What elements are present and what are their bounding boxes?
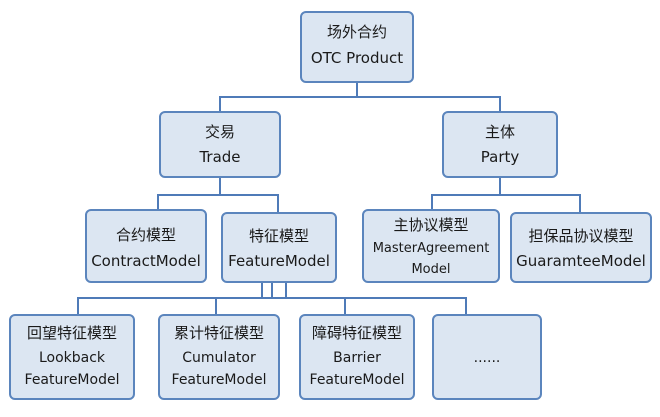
guarantee-model-zh: 担保品协议模型: [528, 227, 633, 245]
guarantee-model-en: GuaramteeModel: [516, 252, 646, 270]
connectors: [77, 82, 581, 315]
party-zh: 主体: [485, 123, 515, 141]
barrier-en2: FeatureModel: [310, 372, 405, 388]
trade-zh: 交易: [205, 123, 235, 141]
node-feature-model: 特征模型 FeatureModel: [221, 212, 337, 283]
node-lookback-model: 回望特征模型 Lookback FeatureModel: [9, 314, 135, 400]
otc-product-zh: 场外合约: [327, 23, 387, 41]
node-trade: 交易 Trade: [159, 111, 281, 178]
lookback-en1: Lookback: [39, 350, 106, 366]
feature-model-en: FeatureModel: [228, 252, 330, 270]
lookback-en2: FeatureModel: [25, 372, 120, 388]
edge-party-to-children: [431, 177, 581, 213]
master-agreement-en1: MasterAgreement: [373, 241, 490, 256]
feature-model-zh: 特征模型: [249, 227, 309, 245]
master-agreement-en2: Model: [411, 262, 450, 277]
lookback-zh: 回望特征模型: [27, 324, 117, 342]
node-otc-product: 场外合约 OTC Product: [300, 11, 414, 83]
contract-model-en: ContractModel: [91, 252, 201, 270]
more-ellipsis: ......: [474, 350, 501, 366]
edge-feature-to-children: [77, 282, 467, 315]
node-more: ......: [432, 314, 542, 400]
barrier-zh: 障碍特征模型: [312, 324, 402, 342]
cumulator-en1: Cumulator: [182, 350, 256, 366]
node-contract-model: 合约模型 ContractModel: [85, 209, 207, 283]
cumulator-en2: FeatureModel: [172, 372, 267, 388]
node-barrier-model: 障碍特征模型 Barrier FeatureModel: [299, 314, 415, 400]
node-master-agreement-model: 主协议模型 MasterAgreement Model: [362, 209, 500, 283]
node-cumulator-model: 累计特征模型 Cumulator FeatureModel: [158, 314, 280, 400]
cumulator-zh: 累计特征模型: [174, 324, 264, 342]
edge-trade-to-children: [157, 177, 279, 213]
master-agreement-zh: 主协议模型: [393, 216, 468, 234]
node-party: 主体 Party: [442, 111, 558, 178]
barrier-en1: Barrier: [333, 350, 381, 366]
edge-otc-to-trade-party: [219, 82, 501, 112]
party-en: Party: [481, 148, 520, 166]
node-guarantee-model: 担保品协议模型 GuaramteeModel: [510, 212, 652, 283]
contract-model-zh: 合约模型: [116, 226, 176, 244]
otc-product-en: OTC Product: [311, 49, 403, 67]
trade-en: Trade: [198, 148, 240, 166]
